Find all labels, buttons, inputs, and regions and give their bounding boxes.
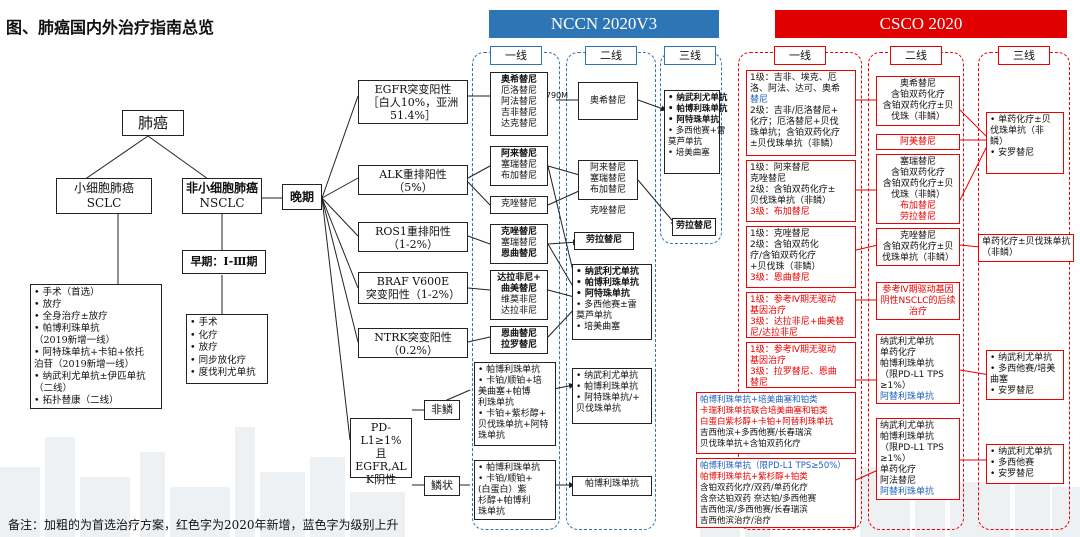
figure-title: 图、肺癌国内外治疗指南总览 <box>6 18 215 37</box>
sclc-label-cn: 小细胞肺癌 <box>73 181 134 195</box>
nccn-l2-crizotinib: 克唑替尼 <box>589 206 626 216</box>
nccn-l1-alk: 阿来替尼塞瑞替尼布加替尼 <box>490 146 548 186</box>
csco-banner: CSCO 2020 <box>775 10 1067 38</box>
sclc-node: 小细胞肺癌 SCLC <box>56 178 152 214</box>
nccn-header-line3: 三线 <box>664 46 716 65</box>
nccn-l1-braf: 达拉非尼+曲美替尼维莫非尼达拉非尼 <box>490 270 548 320</box>
csco-l1-egfr: 1级：吉非、埃克、厄 洛、阿法、达可、奥希 替尼 2级：吉非/厄洛替尼+化疗；厄… <box>746 70 856 156</box>
csco-l2-ros1: 克唑替尼含铂双药化疗±贝伐珠单抗（非鳞） <box>876 228 960 266</box>
csco-l2-nonsquamous: 纳武利尤单抗单药化疗帕博利珠单抗 （限PD-L1 TPS≥1%）阿替利珠单抗 <box>876 334 960 404</box>
nccn-l1-squamous: • 帕博利珠单抗• 卡铂/顺铂+ (白蛋白）紫 杉醇+帕博利 珠单抗 <box>474 460 556 520</box>
early-treatment-list: • 手术• 化疗• 放疗 • 同步放化疗• 度伐利尤单抗 <box>186 314 268 384</box>
background-cityscape <box>0 427 1080 537</box>
nccn-l2-egfr: 奥希替尼 <box>578 82 638 120</box>
csco-l2-squamous: 纳武利尤单抗帕博利珠单抗（限PD-L1 TPS ≥1%）单药化疗阿法替尼阿替利珠… <box>876 418 960 500</box>
nccn-l2-mid: • 纳武利尤单抗• 帕博利珠单抗• 阿特珠单抗 • 多西他赛±雷 莫芦单抗• 培… <box>572 264 652 340</box>
nccn-header-line2: 二线 <box>585 46 637 65</box>
histology-squamous: 鳞状 <box>424 476 460 496</box>
t790m-label: T790M <box>540 91 568 100</box>
sclc-treatment-list: • 手术（首选）• 放疗• 全身治疗±放疗 • 帕博利珠单抗 （2019新增一线… <box>30 284 162 409</box>
nccn-l3-a: • 纳武利尤单抗• 帕博利珠单抗• 阿特珠单抗 • 多西他赛+雷 莫芦单抗• 培… <box>664 90 727 174</box>
nccn-l3-lorlatinib: 劳拉替尼 <box>672 218 716 236</box>
csco-l2-almonertinib: 阿美替尼 <box>876 134 960 150</box>
csco-l2-braf-ntrk: 参考Ⅳ期驱动基因阴性NSCLC的后续治疗 <box>876 282 960 320</box>
nsclc-node: 非小细胞肺癌 NSCLC <box>182 178 262 214</box>
histology-nonsquamous: 非鳞 <box>424 400 460 420</box>
csco-header-line2: 二线 <box>890 46 942 65</box>
nccn-l1-nonsquamous: • 帕博利珠单抗• 卡铂/顺铂+培 美曲塞+帕博 利珠单抗• 卡铂+紫杉醇+ 贝… <box>474 362 556 446</box>
csco-l2-egfr: 奥希替尼含铂双药化疗含铂双药化疗±贝伐珠（非鳞） <box>876 76 960 126</box>
csco-header-line1: 一线 <box>774 46 826 65</box>
early-stage-node: 早期：Ⅰ-Ⅲ期 <box>182 250 266 274</box>
csco-header-line3: 三线 <box>998 46 1050 65</box>
nccn-l1-egfr: 奥希替尼厄洛替尼阿法替尼吉非替尼达克替尼 <box>490 72 548 136</box>
root-node-lung-cancer: 肺癌 <box>122 110 184 136</box>
nsclc-label-cn: 非小细胞肺癌 <box>186 181 259 195</box>
late-stage-node: 晚期 <box>282 184 322 210</box>
nccn-l1-ntrk: 恩曲替尼拉罗替尼 <box>490 326 548 354</box>
nccn-l2-squamous: 帕博利珠单抗 <box>572 476 652 496</box>
csco-l3-squamous: • 纳武利尤单抗• 多西他赛• 安罗替尼 <box>986 444 1064 484</box>
nccn-l1-ros1: 克唑替尼塞瑞替尼恩曲替尼 <box>490 224 548 264</box>
nccn-l1-alk-crizotinib: 克唑替尼 <box>490 196 548 214</box>
nccn-l2-lorlatinib: 劳拉替尼 <box>574 232 634 250</box>
subtype-ntrk: NTRK突变阳性（0.2%） <box>358 328 468 358</box>
csco-l3-egfr-alk: • 单药化疗±贝 伐珠单抗（非 鳞）• 安罗替尼 <box>986 112 1064 174</box>
csco-l3-ros1: 单药化疗±贝伐珠单抗（非鳞） <box>978 234 1074 262</box>
sclc-label-en: SCLC <box>86 196 122 210</box>
csco-l1-nonsquamous: 帕博利珠单抗+培美曲塞和铂类卡瑞利珠单抗联合培美曲塞和铂类白蛋白紫杉醇+卡铂+阿… <box>696 392 856 454</box>
csco-l2-alk: 塞瑞替尼含铂双药化疗含铂双药化疗±贝伐珠（非鳞） 布加替尼劳拉替尼 <box>876 154 960 224</box>
subtype-alk: ALK重排阳性（5%） <box>358 165 468 195</box>
nccn-banner: NCCN 2020V3 <box>489 10 719 38</box>
csco-l3-nonsquamous: • 纳武利尤单抗• 多西他赛/培美 曲塞• 安罗替尼 <box>986 350 1064 400</box>
nccn-l2-nonsquamous: • 纳武利尤单抗• 帕博利珠单抗• 阿特珠单抗/+ 贝伐珠单抗 <box>572 368 652 424</box>
nccn-l2-alk: 阿来替尼塞瑞替尼布加替尼 <box>578 160 638 200</box>
footnote: 备注：加粗的为首选治疗方案，红色字为2020年新增，蓝色字为级别上升 <box>8 518 399 532</box>
csco-l1-squamous: 帕博利珠单抗（限PD-L1 TPS≥50%）帕博利珠单抗+紫杉醇+铂类 含铂双药… <box>696 458 856 528</box>
nsclc-label-en: NSCLC <box>199 196 245 210</box>
subtype-ros1: ROS1重排阳性（1-2%） <box>358 222 468 252</box>
nccn-header-line1: 一线 <box>490 46 542 65</box>
